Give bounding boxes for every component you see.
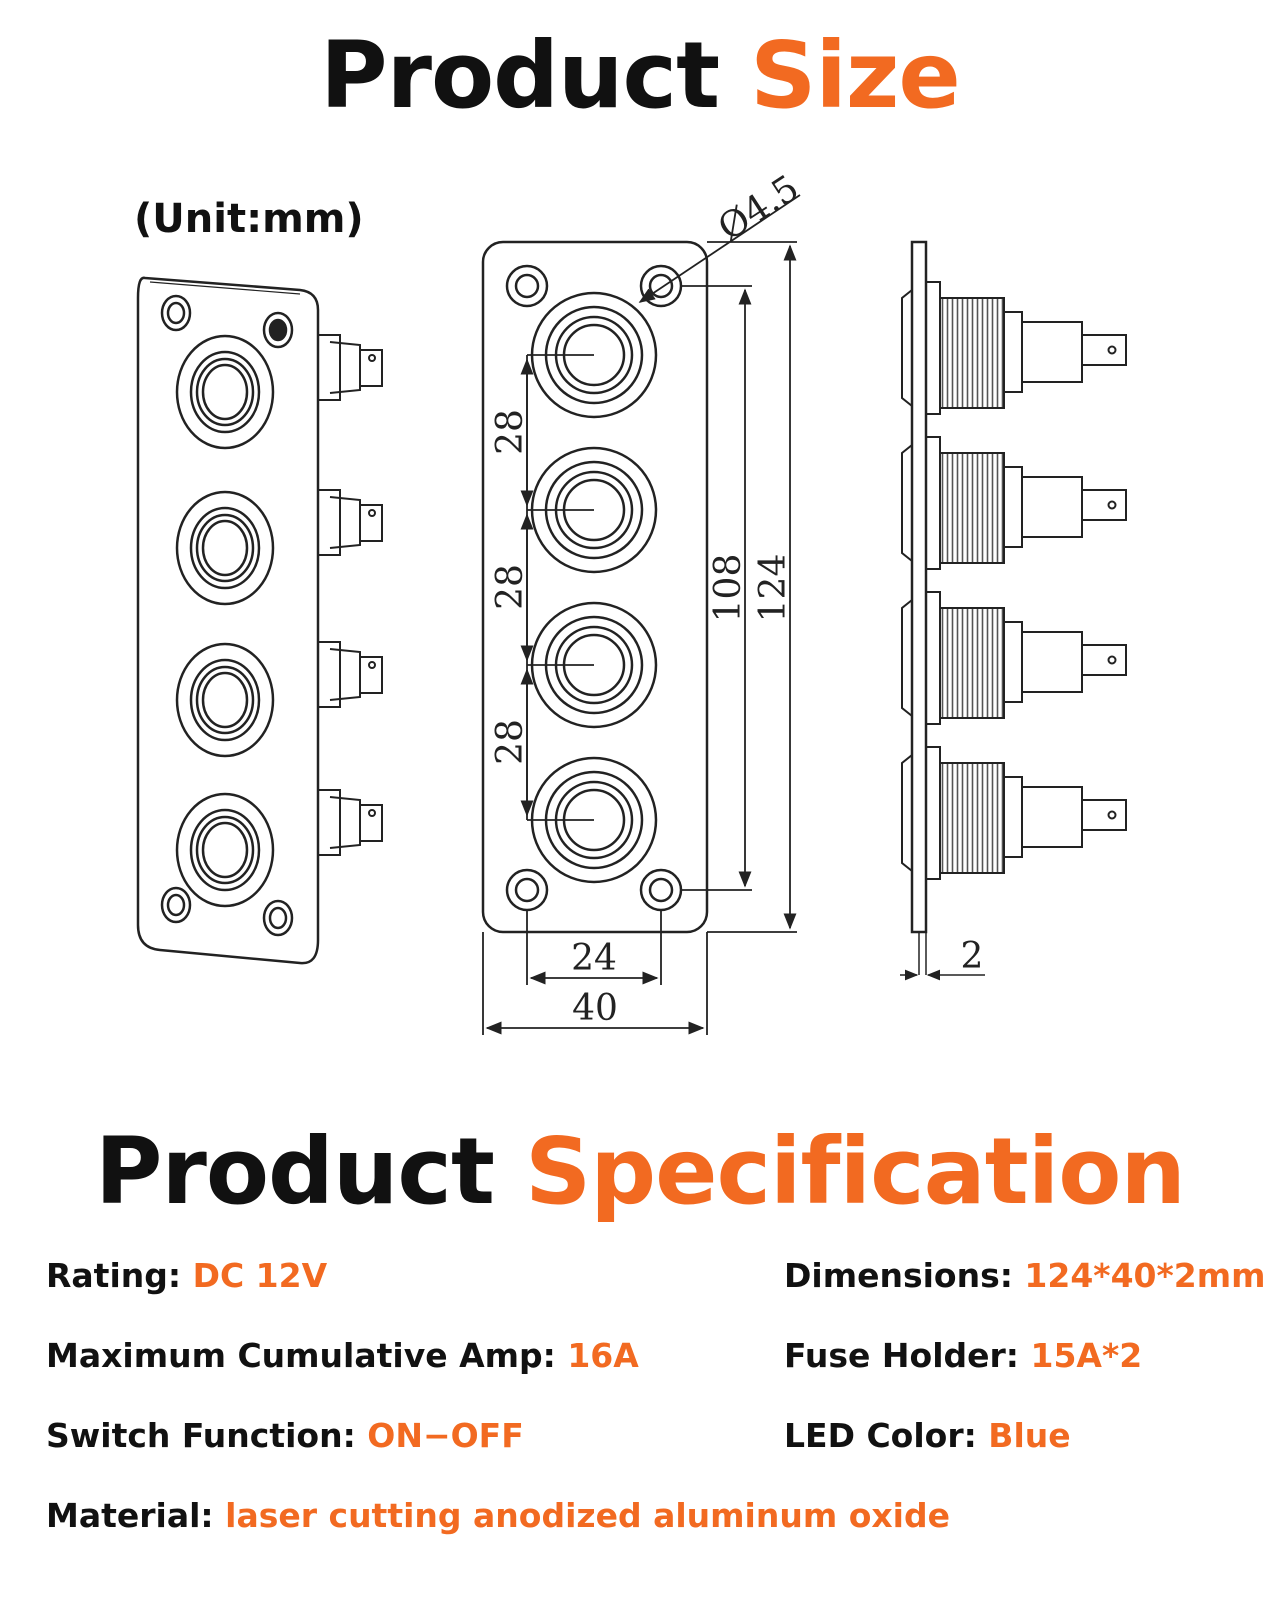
- dimension-lines: [482, 194, 801, 1035]
- spec-label: Rating:: [46, 1256, 182, 1295]
- heading-word-size: Size: [750, 22, 961, 129]
- heading-word-product: Product: [95, 1118, 495, 1225]
- dimension-labels: 28 28 28 108 124 24 40 Ø4.5 2: [490, 168, 983, 1029]
- spec-material: Material: laser cutting anodized aluminu…: [46, 1496, 950, 1535]
- spec-value: Blue: [988, 1416, 1071, 1455]
- switch-button-icon: [175, 334, 275, 908]
- spacing-label-3: 28: [490, 719, 531, 765]
- product-size-heading: Product Size: [0, 22, 1280, 129]
- spacing-label-2: 28: [490, 564, 531, 610]
- spec-value: 15A*2: [1030, 1336, 1143, 1375]
- spec-led-color: LED Color: Blue: [784, 1416, 1071, 1455]
- hole-diameter-label: Ø4.5: [711, 168, 806, 250]
- product-specification-heading: Product Specification: [0, 1118, 1280, 1225]
- spacing-label-1: 28: [490, 409, 531, 455]
- switch-button-icon: [530, 291, 658, 884]
- spec-label: Switch Function:: [46, 1416, 356, 1455]
- spec-label: Material:: [46, 1496, 214, 1535]
- overall-width-label: 40: [572, 988, 618, 1029]
- hole-pitch-horizontal-label: 24: [571, 938, 617, 979]
- screw-hole-icon: [160, 294, 294, 937]
- dimension-drawings: 28 28 28 108 124 24 40 Ø4.5 2: [136, 168, 1127, 1035]
- spec-value: DC 12V: [192, 1256, 328, 1295]
- spec-rating: Rating: DC 12V: [46, 1256, 327, 1295]
- spec-value: laser cutting anodized aluminum oxide: [225, 1496, 950, 1535]
- spec-label: Dimensions:: [784, 1256, 1013, 1295]
- heading-word-product: Product: [320, 22, 720, 129]
- overall-height-label: 124: [753, 554, 794, 623]
- spec-value: ON−OFF: [367, 1416, 524, 1455]
- spec-label: LED Color:: [784, 1416, 977, 1455]
- spec-max-amp: Maximum Cumulative Amp: 16A: [46, 1336, 639, 1375]
- spec-value: 16A: [567, 1336, 639, 1375]
- heading-word-specification: Specification: [524, 1118, 1186, 1225]
- hole-pitch-vertical-label: 108: [708, 554, 749, 623]
- spec-label: Maximum Cumulative Amp:: [46, 1336, 556, 1375]
- panel-side-view: [900, 240, 1127, 981]
- unit-label: (Unit:mm): [134, 196, 364, 242]
- switch-body-side-icon: [901, 281, 1127, 880]
- thickness-label: 2: [961, 936, 984, 977]
- panel-perspective-view: [136, 276, 383, 965]
- spec-label: Fuse Holder:: [784, 1336, 1019, 1375]
- spec-value: 124*40*2mm: [1024, 1256, 1266, 1295]
- spec-dimensions: Dimensions: 124*40*2mm: [784, 1256, 1265, 1295]
- spec-switch-function: Switch Function: ON−OFF: [46, 1416, 524, 1455]
- spec-fuse-holder: Fuse Holder: 15A*2: [784, 1336, 1142, 1375]
- rear-terminal-icon: [318, 334, 383, 856]
